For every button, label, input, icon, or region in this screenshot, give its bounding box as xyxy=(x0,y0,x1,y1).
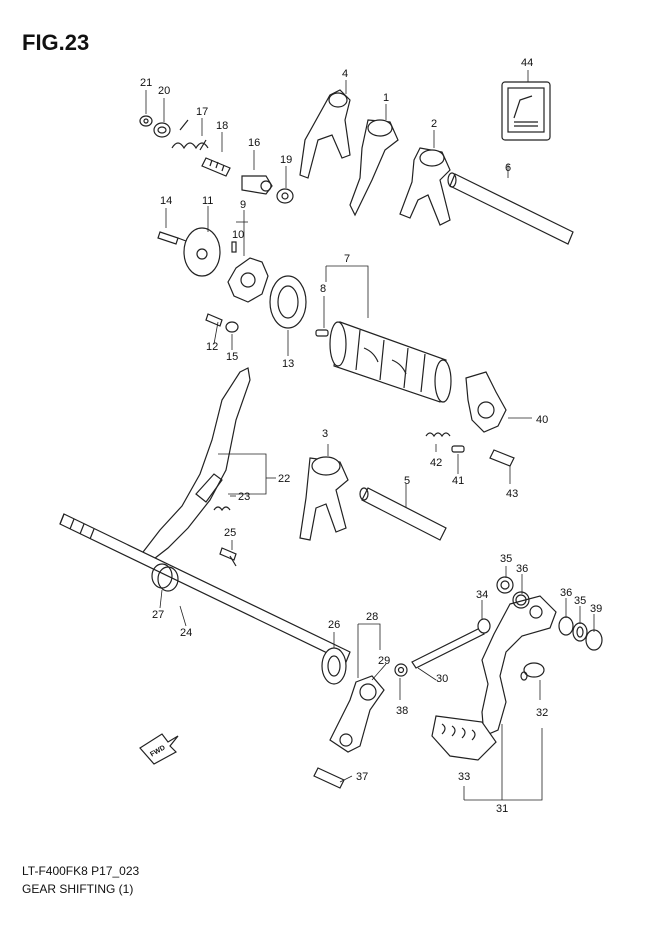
callout-3: 3 xyxy=(322,428,328,440)
callout-40: 40 xyxy=(536,414,548,426)
callout-43: 43 xyxy=(506,488,518,500)
shift-fork-3 xyxy=(299,456,349,541)
shift-cam-drum-7 xyxy=(329,321,452,403)
callout-35-left: 35 xyxy=(500,553,512,565)
callout-31: 31 xyxy=(496,803,508,815)
callout-10: 10 xyxy=(232,229,244,241)
pin-41 xyxy=(451,445,465,453)
fwd-arrow-icon xyxy=(139,733,179,765)
callout-30: 30 xyxy=(436,673,448,685)
leader-lines xyxy=(145,70,595,801)
callout-17: 17 xyxy=(196,106,208,118)
callout-2: 2 xyxy=(431,118,437,130)
washer-36-right xyxy=(558,616,574,636)
callout-12: 12 xyxy=(206,341,218,353)
callouts: 21 20 17 18 16 19 4 1 2 6 44 14 11 9 10 … xyxy=(140,57,602,815)
gearshift-arm-22 xyxy=(139,367,251,563)
pin-8 xyxy=(315,329,329,337)
callout-13: 13 xyxy=(282,358,294,370)
callout-14: 14 xyxy=(160,195,172,207)
callout-38: 38 xyxy=(396,705,408,717)
bolt-37 xyxy=(313,767,345,789)
washer-35-right xyxy=(572,622,588,642)
callout-9: 9 xyxy=(240,199,246,211)
callout-22: 22 xyxy=(278,473,290,485)
spring-27 xyxy=(151,563,179,592)
oil-seal-26 xyxy=(321,647,347,685)
callout-20: 20 xyxy=(158,85,170,97)
callout-5: 5 xyxy=(404,475,410,487)
cam-9 xyxy=(227,257,269,303)
callout-41: 41 xyxy=(452,475,464,487)
callout-35-right: 35 xyxy=(574,595,586,607)
washer-19 xyxy=(276,188,294,204)
spring-23 xyxy=(213,506,231,512)
callout-24: 24 xyxy=(180,627,192,639)
callout-25: 25 xyxy=(224,527,236,539)
washer-20 xyxy=(153,122,171,138)
bushing-34 xyxy=(477,618,491,634)
callout-32: 32 xyxy=(536,707,548,719)
callout-1: 1 xyxy=(383,92,389,104)
shift-fork-2 xyxy=(399,147,451,226)
circlip-39 xyxy=(585,629,603,651)
callout-19: 19 xyxy=(280,154,292,166)
shift-fork-4 xyxy=(299,89,351,179)
callout-34: 34 xyxy=(476,589,488,601)
callout-37: 37 xyxy=(356,771,368,783)
bolt-14 xyxy=(157,231,187,245)
bolt-18 xyxy=(201,157,231,177)
figure-title: FIG.23 xyxy=(22,30,90,55)
callout-6: 6 xyxy=(505,162,511,174)
part-44-label-card xyxy=(501,81,551,141)
washer-21 xyxy=(139,115,153,127)
nut-38 xyxy=(394,663,408,677)
gearshift-pedal-31 xyxy=(481,595,557,737)
callout-11: 11 xyxy=(202,195,213,207)
pivot-bolt-32 xyxy=(520,662,545,681)
spring-17 xyxy=(171,119,209,151)
callout-23: 23 xyxy=(238,491,250,503)
pedal-rubber-33 xyxy=(431,715,497,761)
callout-27: 27 xyxy=(152,609,164,621)
callout-8: 8 xyxy=(320,283,326,295)
spring-42 xyxy=(425,432,451,438)
callout-28: 28 xyxy=(366,611,378,623)
washer-15 xyxy=(225,321,239,333)
callout-16: 16 xyxy=(248,137,260,149)
stopper-16 xyxy=(241,175,273,195)
fork-shaft-6 xyxy=(447,172,574,245)
model-code: LT-F400FK8 P17_023 xyxy=(22,864,140,878)
bolt-43 xyxy=(489,449,515,467)
callout-7: 7 xyxy=(344,253,350,265)
callout-26: 26 xyxy=(328,619,340,631)
callout-15: 15 xyxy=(226,351,238,363)
fork-shaft-5 xyxy=(359,487,447,541)
callout-44: 44 xyxy=(521,57,533,69)
bolt-25 xyxy=(219,547,237,567)
stopper-40 xyxy=(465,371,507,433)
callout-36-left: 36 xyxy=(516,563,528,575)
callout-33: 33 xyxy=(458,771,470,783)
callout-4: 4 xyxy=(342,68,348,80)
callout-42: 42 xyxy=(430,457,442,469)
washer-36-left xyxy=(512,591,530,609)
plate-11 xyxy=(183,227,221,277)
callout-36-right: 36 xyxy=(560,587,572,599)
bolt-12 xyxy=(205,313,223,327)
pin-10 xyxy=(231,241,237,253)
bearing-13 xyxy=(269,275,307,329)
callout-39: 39 xyxy=(590,603,602,615)
gearshift-lever-28 xyxy=(329,675,385,753)
callout-21: 21 xyxy=(140,77,152,89)
callout-29: 29 xyxy=(378,655,390,667)
shift-fork-1 xyxy=(349,119,399,217)
gearshift-rod-30 xyxy=(411,627,485,669)
figure-caption: GEAR SHIFTING (1) xyxy=(22,882,134,896)
washer-35-left xyxy=(496,576,514,594)
callout-18: 18 xyxy=(216,120,228,132)
